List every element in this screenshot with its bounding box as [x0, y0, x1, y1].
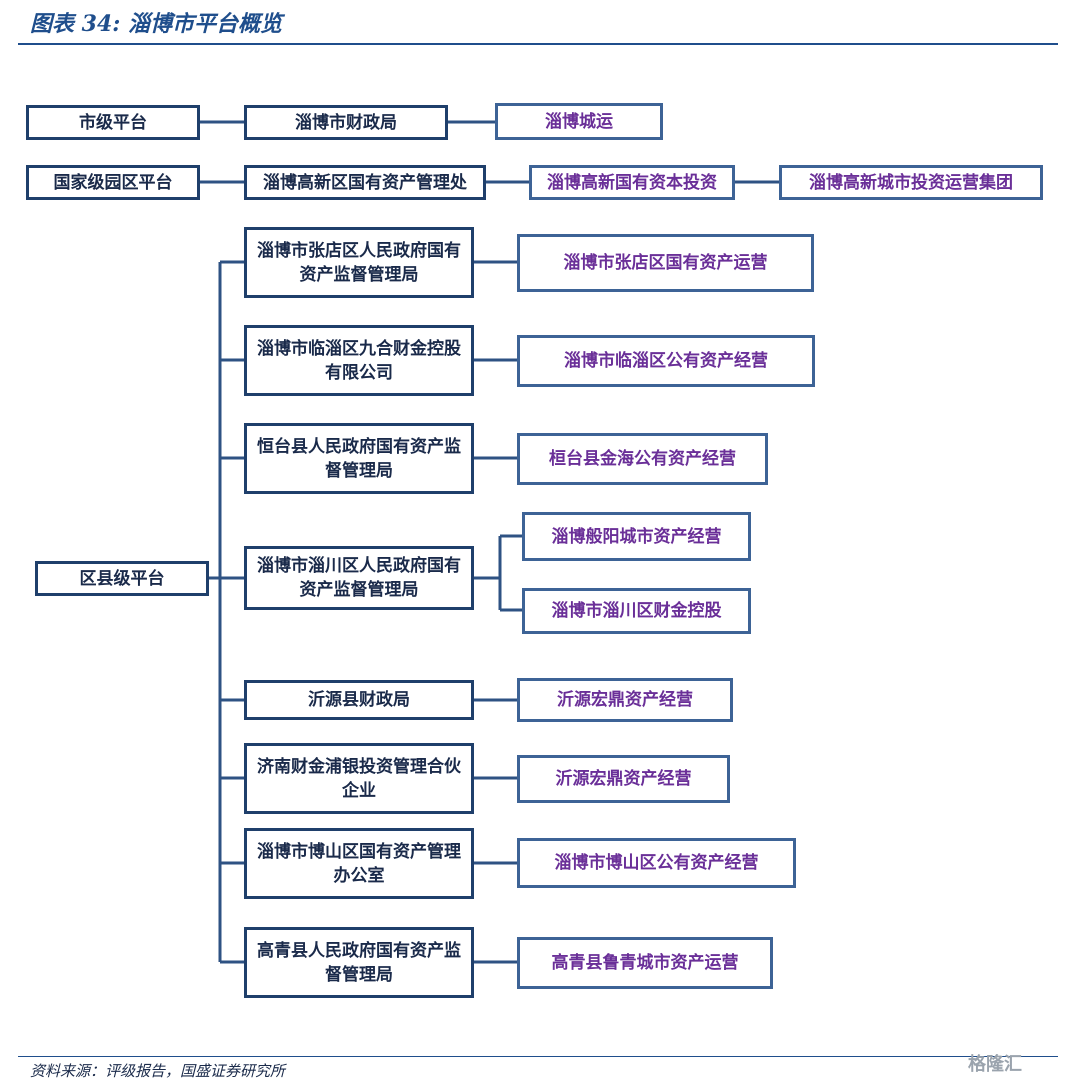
city-platform-box: 淄博城运	[495, 103, 663, 140]
county-owner-box: 淄博市临淄区九合财金控股有限公司	[244, 325, 474, 396]
county-owner-box: 高青县人民政府国有资产监督管理局	[244, 927, 474, 998]
footer-divider	[18, 1056, 1058, 1057]
county-platform-box: 淄博市临淄区公有资产经营	[517, 335, 815, 387]
county-platform-box: 淄博市博山区公有资产经营	[517, 838, 796, 888]
figure-title: 图表 34: 淄博市平台概览	[30, 11, 283, 37]
title-divider	[18, 43, 1058, 45]
level-park: 国家级园区平台	[26, 165, 200, 200]
county-owner-box: 济南财金浦银投资管理合伙企业	[244, 743, 474, 814]
park-mid-box: 淄博高新国有资本投资	[529, 165, 735, 200]
level-city: 市级平台	[26, 105, 200, 140]
county-owner-box: 淄博市博山区国有资产管理办公室	[244, 828, 474, 899]
county-platform-box: 淄博市淄川区财金控股	[522, 588, 751, 634]
city-owner-box: 淄博市财政局	[244, 105, 448, 140]
level-county: 区县级平台	[35, 561, 209, 596]
county-platform-box: 淄博般阳城市资产经营	[522, 512, 751, 561]
county-platform-box: 高青县鲁青城市资产运营	[517, 937, 773, 989]
watermark-logo: 格隆汇	[968, 1054, 1022, 1075]
park-platform-box: 淄博高新城市投资运营集团	[779, 165, 1043, 200]
county-platform-box: 桓台县金海公有资产经营	[517, 433, 768, 485]
county-owner-box: 淄博市张店区人民政府国有资产监督管理局	[244, 227, 474, 298]
source-note: 资料来源：评级报告，国盛证券研究所	[30, 1062, 286, 1080]
county-owner-box: 恒台县人民政府国有资产监督管理局	[244, 423, 474, 494]
county-platform-box: 沂源宏鼎资产经营	[517, 678, 733, 722]
county-platform-box: 淄博市张店区国有资产运营	[517, 234, 814, 292]
county-owner-box: 沂源县财政局	[244, 680, 474, 720]
county-owner-box: 淄博市淄川区人民政府国有资产监督管理局	[244, 546, 474, 610]
park-owner-box: 淄博高新区国有资产管理处	[244, 165, 486, 200]
county-platform-box: 沂源宏鼎资产经营	[517, 755, 730, 803]
